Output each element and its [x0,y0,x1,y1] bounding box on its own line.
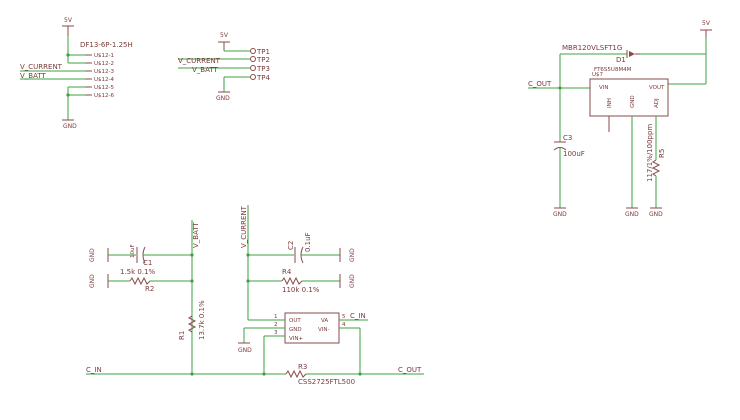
vcurrent-amp-block: V_CURRENT GND C2 0.1uF GND R4 110k 0.1% … [238,205,368,376]
c3-gnd-label: GND [553,211,567,218]
connector-net-vbatt: V_BATT [20,72,46,80]
r4-value-label: 110k 0.1% [282,286,320,294]
diode-part-label: MBR120VLSFT1G [562,44,622,52]
r1-value-label: 13.7k 0.1% [198,300,206,340]
connector-supply-label: 5V [64,17,73,24]
testpoint-block: 5V V_CURRENT V_BATT GND TP1 TP2 TP3 TP4 [178,32,270,102]
r2-value-label: 1.5k 0.1% [120,268,156,276]
connector-pin-5: U$12-5 [94,85,115,91]
c1-gnd-label: GND [89,248,96,262]
regulator-ref-label: U$7 [592,72,604,78]
regulator-block: 5V MBR120VLSFT1G D1 C_OUT U$7 FT6S5U8M4M… [528,20,712,218]
amp-pin-number-4: 4 [342,322,346,328]
amp-pin-vinp: VIN+ [289,336,303,342]
testpoint-tp4: TP4 [256,74,270,82]
connector-pin-6: U$12-6 [94,93,115,99]
c1-ref-label: C1 [143,259,152,267]
regulator-pin-vout: VOUT [649,85,665,91]
c2-value-label: 0.1uF [304,232,312,252]
connector-pin-2: U$12-2 [94,61,114,67]
regulator-gnd-label: GND [625,211,639,218]
connector-block: 5V DF13-6P-1.25H U$12-1 U$12-2 U$12-3 U$… [20,17,133,130]
testpoint-tp2: TP2 [256,56,270,64]
connector-net-vcurrent: V_CURRENT [20,63,63,71]
regulator-pin-gnd: GND [630,95,636,108]
amp-pin-number-2: 2 [274,322,278,328]
amp-pin-out: OUT [289,318,301,324]
regulator-pin-vin: VIN [599,85,609,91]
vbatt-divider-block: V_BATT GND C1 10uF GND 1.5k 0.1% R2 R1 1… [89,220,206,376]
amp-net-vcurrent: V_CURRENT [240,205,248,248]
connector-pin-3: U$12-3 [94,69,115,75]
testpoint-net-vcurrent: V_CURRENT [178,57,221,65]
amp-pin-vinm: VIN- [318,327,329,333]
c2-gnd-label: GND [349,248,356,262]
testpoint-tp1: TP1 [256,48,270,56]
shunt-block: C_IN C_OUT R3 CSS2725FTL500 [86,363,424,386]
c1-value-label: 10uF [130,244,136,258]
regulator-net-cout: C_OUT [528,80,552,88]
diode-ref-label: D1 [616,56,626,64]
shunt-part-label: CSS2725FTL500 [298,378,355,386]
r5-ref-label: R5 [658,149,666,158]
regulator-supply-label: 5V [702,20,711,27]
amp-gnd-label: GND [238,347,252,354]
c3-value-label: 100uF [563,150,585,158]
amp-pin-va: VA [321,318,328,324]
r5-gnd-label: GND [649,211,663,218]
r1-ref-label: R1 [178,331,186,340]
connector-gnd-label: GND [63,123,77,130]
amp-pin-number-5: 5 [342,314,346,320]
amp-net-cin: C_IN [350,312,366,320]
regulator-pin-adj: ADJ [654,98,660,108]
connector-pin-1: U$12-1 [94,53,114,59]
testpoint-gnd-label: GND [216,95,230,102]
r2-ref-label: R2 [145,285,154,293]
testpoint-net-vbatt: V_BATT [192,66,218,74]
testpoint-supply-label: 5V [220,32,229,39]
r4-gnd-label: GND [349,274,356,288]
amp-pin-number-3: 3 [274,330,278,336]
divider-net-vbatt: V_BATT [192,222,200,248]
r2-gnd-label: GND [89,274,96,288]
r5-value-label: 117/1%/100ppm [646,124,654,182]
regulator-pin-inh: INH [607,98,613,108]
connector-part-label: DF13-6P-1.25H [80,41,133,49]
r4-ref-label: R4 [282,268,292,276]
shunt-ref-label: R3 [298,363,307,371]
connector-pin-4: U$12-4 [94,77,115,83]
c2-ref-label: C2 [287,241,295,250]
amp-pin-number-1: 1 [274,314,278,320]
shunt-net-cout: C_OUT [398,366,422,374]
regulator-part-label: FT6S5U8M4M [594,67,632,73]
c3-ref-label: C3 [563,134,572,142]
amp-pin-gnd: GND [289,327,302,333]
testpoint-tp3: TP3 [256,65,270,73]
shunt-net-cin: C_IN [86,366,102,374]
